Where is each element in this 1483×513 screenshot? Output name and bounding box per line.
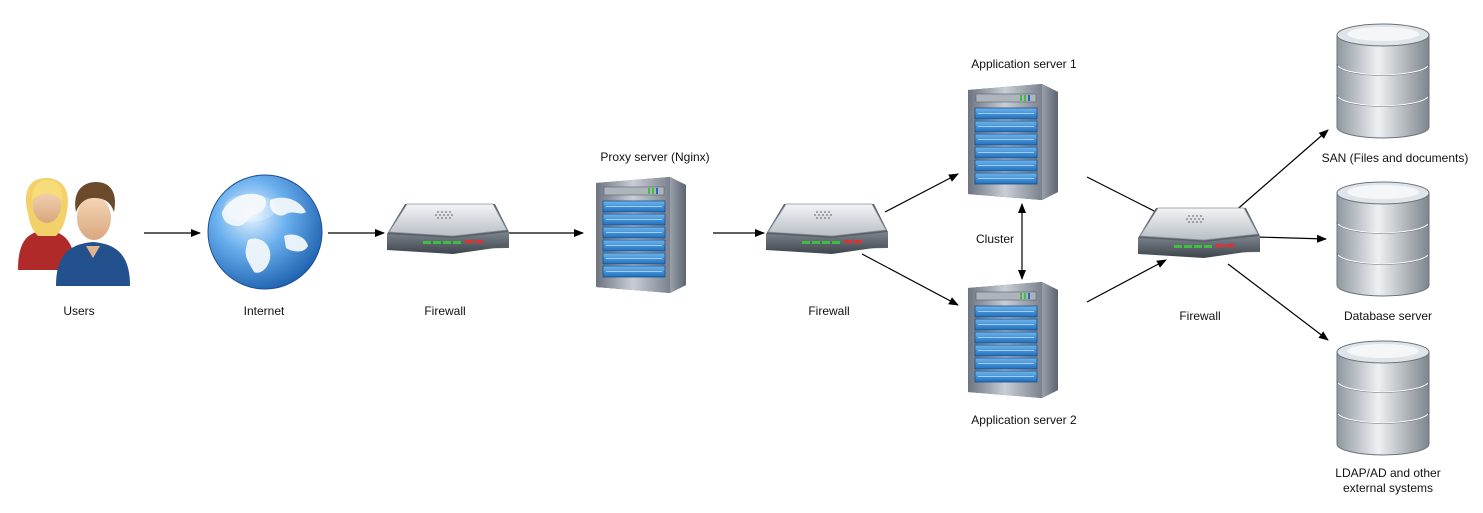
users-label: Users (63, 304, 95, 318)
edge-app1-firewall3 (1086, 176, 1167, 218)
database-server-label: Database server (1343, 309, 1433, 323)
edge-firewall3-san (1232, 129, 1329, 214)
users-icon (18, 178, 130, 286)
ldap-database-icon (1336, 340, 1430, 456)
firewall-3-label: Firewall (1179, 309, 1221, 323)
proxy-server-icon (595, 176, 687, 293)
firewall-3-modem-icon (1137, 207, 1261, 259)
san-database-icon (1336, 23, 1430, 139)
firewall-2-modem-icon (765, 203, 889, 255)
proxy-server-label: Proxy server (Nginx) (600, 150, 710, 164)
firewall-1-label: Firewall (424, 304, 466, 318)
firewall-2-label: Firewall (808, 304, 850, 318)
internet-label: Internet (243, 304, 285, 318)
database-server-icon (1336, 181, 1430, 297)
edge-firewall2-app2 (861, 253, 959, 306)
edge-firewall3-ldap (1227, 263, 1329, 341)
connectors (144, 129, 1329, 341)
app-server-2-label: Application server 2 (971, 413, 1077, 427)
edge-app2-firewall3 (1086, 259, 1167, 303)
globe-icon (207, 174, 323, 290)
app-server-1-icon (967, 83, 1059, 200)
firewall-1-modem-icon (386, 203, 510, 255)
edge-firewall2-app1 (884, 173, 959, 213)
ldap-label: LDAP/AD and other external systems (1335, 466, 1441, 495)
edge-firewall3-db (1255, 234, 1327, 243)
app-server-2-icon (967, 281, 1059, 398)
san-label: SAN (Files and documents) (1321, 151, 1469, 165)
cluster-label: Cluster (975, 232, 1014, 246)
app-server-1-label: Application server 1 (971, 57, 1077, 71)
